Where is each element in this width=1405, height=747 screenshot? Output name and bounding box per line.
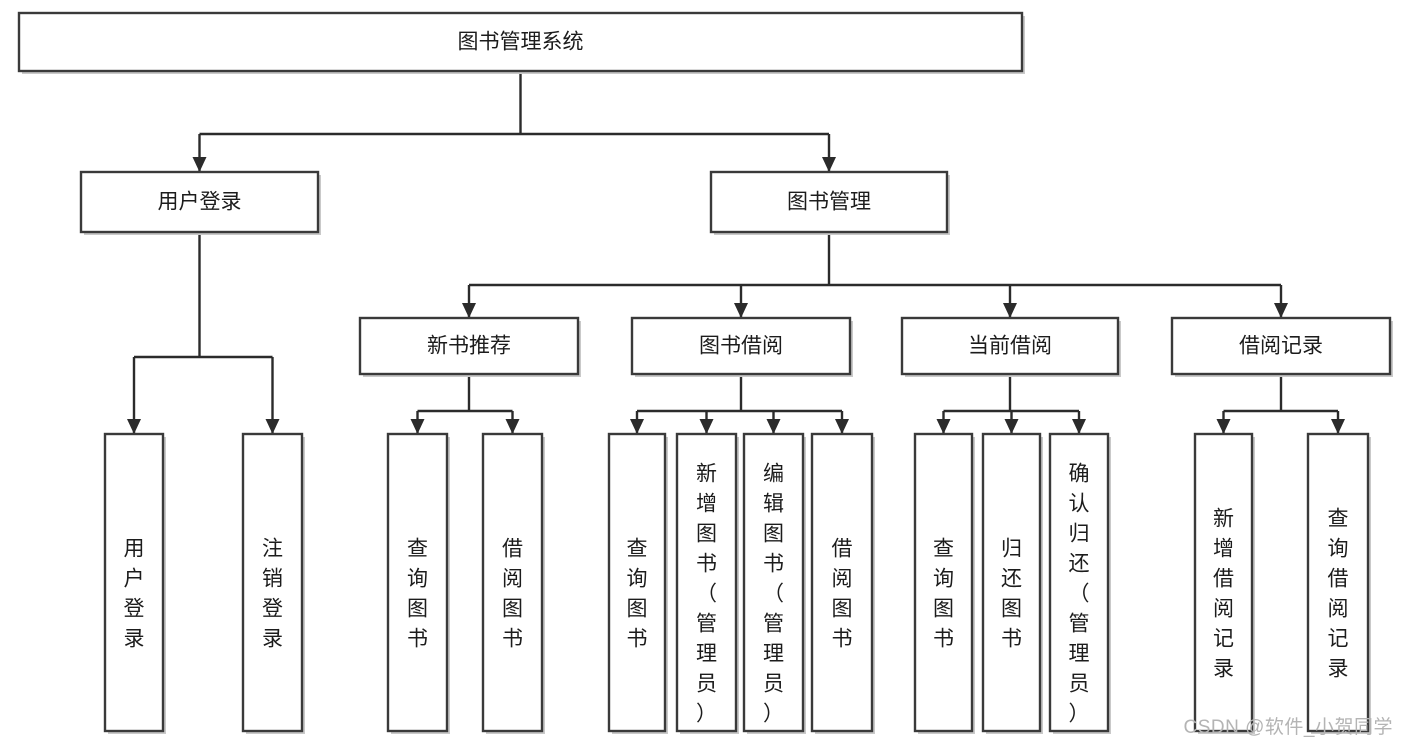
node-label: 图书管理 bbox=[787, 191, 871, 214]
edge-arrowhead bbox=[1003, 303, 1017, 318]
node-l2_c[interactable]: 当前借阅 bbox=[900, 316, 1121, 377]
node-rect[interactable] bbox=[241, 432, 304, 733]
node-leaf_6[interactable]: 新增图书（管理员） bbox=[675, 432, 739, 734]
nodes-layer: 图书管理系统用户登录图书管理新书推荐图书借阅当前借阅借阅记录用户登录注销登录查询… bbox=[17, 11, 1393, 734]
edge-arrowhead bbox=[734, 303, 748, 318]
node-rect[interactable] bbox=[358, 316, 580, 376]
edge-arrowhead bbox=[699, 419, 714, 434]
node-label: 查询图书 bbox=[933, 538, 954, 651]
edge-arrowhead bbox=[936, 419, 951, 434]
edge-arrowhead bbox=[1072, 419, 1086, 434]
node-rect[interactable] bbox=[1048, 432, 1110, 733]
node-label: 新增图书（管理员） bbox=[696, 463, 717, 726]
edge-group-l2_d bbox=[1216, 374, 1345, 434]
edge-group-l2_b bbox=[630, 374, 849, 434]
node-rect[interactable] bbox=[1306, 432, 1370, 733]
node-leaf_7[interactable]: 编辑图书（管理员） bbox=[742, 432, 806, 734]
node-leaf_11[interactable]: 确认归还（管理员） bbox=[1048, 432, 1111, 734]
node-l1_b[interactable]: 图书管理 bbox=[709, 170, 950, 235]
edge-arrowhead bbox=[1274, 303, 1288, 318]
node-l2_a[interactable]: 新书推荐 bbox=[358, 316, 581, 377]
edge-arrowhead bbox=[192, 157, 207, 172]
edge-group-l2_a bbox=[410, 374, 520, 434]
node-leaf_5[interactable]: 查询图书 bbox=[607, 432, 668, 734]
node-rect[interactable] bbox=[386, 432, 449, 733]
edges-layer bbox=[127, 71, 1345, 434]
edge-arrowhead bbox=[127, 419, 141, 434]
edge-arrowhead bbox=[1004, 419, 1019, 434]
node-leaf_4[interactable]: 借阅图书 bbox=[481, 432, 545, 734]
node-rect[interactable] bbox=[630, 316, 852, 376]
edge-arrowhead bbox=[1216, 419, 1231, 434]
edge-arrowhead bbox=[766, 419, 781, 434]
node-label: 用户登录 bbox=[158, 191, 242, 214]
node-rect[interactable] bbox=[900, 316, 1120, 376]
node-leaf_13[interactable]: 查询借阅记录 bbox=[1306, 432, 1371, 734]
node-label: 新增借阅记录 bbox=[1213, 508, 1234, 681]
node-label: 图书管理系统 bbox=[458, 31, 584, 54]
node-rect[interactable] bbox=[1193, 432, 1254, 733]
node-rect[interactable] bbox=[709, 170, 949, 234]
node-label: 查询图书 bbox=[407, 538, 428, 651]
edge-arrowhead bbox=[1331, 419, 1345, 434]
node-label: 借阅图书 bbox=[502, 538, 523, 651]
node-rect[interactable] bbox=[742, 432, 805, 733]
node-l2_b[interactable]: 图书借阅 bbox=[630, 316, 853, 377]
node-rect[interactable] bbox=[103, 432, 165, 733]
node-rect[interactable] bbox=[810, 432, 874, 733]
edge-arrowhead bbox=[462, 303, 476, 318]
node-leaf_2[interactable]: 注销登录 bbox=[241, 432, 305, 734]
node-rect[interactable] bbox=[1170, 316, 1392, 376]
edge-arrowhead bbox=[835, 419, 849, 434]
node-leaf_9[interactable]: 查询图书 bbox=[913, 432, 975, 734]
node-label: 查询图书 bbox=[627, 538, 648, 651]
node-rect[interactable] bbox=[913, 432, 974, 733]
edge-arrowhead bbox=[822, 157, 836, 172]
edge-arrowhead bbox=[630, 419, 644, 434]
node-label: 用户登录 bbox=[124, 538, 145, 651]
node-label: 图书借阅 bbox=[699, 335, 783, 358]
node-rect[interactable] bbox=[607, 432, 667, 733]
edge-group-root bbox=[192, 71, 836, 172]
node-label: 借阅图书 bbox=[832, 538, 853, 651]
node-rect[interactable] bbox=[481, 432, 544, 733]
node-leaf_3[interactable]: 查询图书 bbox=[386, 432, 450, 734]
node-label: 查询借阅记录 bbox=[1328, 508, 1349, 681]
node-label: 新书推荐 bbox=[427, 335, 511, 358]
node-root[interactable]: 图书管理系统 bbox=[17, 11, 1025, 74]
node-label: 归还图书 bbox=[1001, 538, 1022, 651]
node-leaf_1[interactable]: 用户登录 bbox=[103, 432, 166, 734]
node-l1_a[interactable]: 用户登录 bbox=[79, 170, 321, 235]
edge-group-l1_b bbox=[462, 232, 1288, 318]
node-label: 借阅记录 bbox=[1239, 335, 1323, 358]
node-rect[interactable] bbox=[675, 432, 738, 733]
node-leaf_12[interactable]: 新增借阅记录 bbox=[1193, 432, 1255, 734]
node-rect[interactable] bbox=[17, 11, 1024, 73]
node-leaf_8[interactable]: 借阅图书 bbox=[810, 432, 875, 734]
node-label: 当前借阅 bbox=[968, 335, 1052, 358]
edge-arrowhead bbox=[410, 419, 425, 434]
edge-group-l2_c bbox=[936, 374, 1086, 434]
node-label: 注销登录 bbox=[262, 538, 283, 651]
edge-group-l1_a bbox=[127, 232, 280, 434]
node-leaf_10[interactable]: 归还图书 bbox=[981, 432, 1043, 734]
node-rect[interactable] bbox=[981, 432, 1042, 733]
node-label: 编辑图书（管理员） bbox=[763, 463, 784, 726]
node-l2_d[interactable]: 借阅记录 bbox=[1170, 316, 1393, 377]
node-rect[interactable] bbox=[79, 170, 320, 234]
node-label: 确认归还（管理员） bbox=[1069, 463, 1090, 726]
edge-arrowhead bbox=[505, 419, 520, 434]
edge-arrowhead bbox=[265, 419, 280, 434]
